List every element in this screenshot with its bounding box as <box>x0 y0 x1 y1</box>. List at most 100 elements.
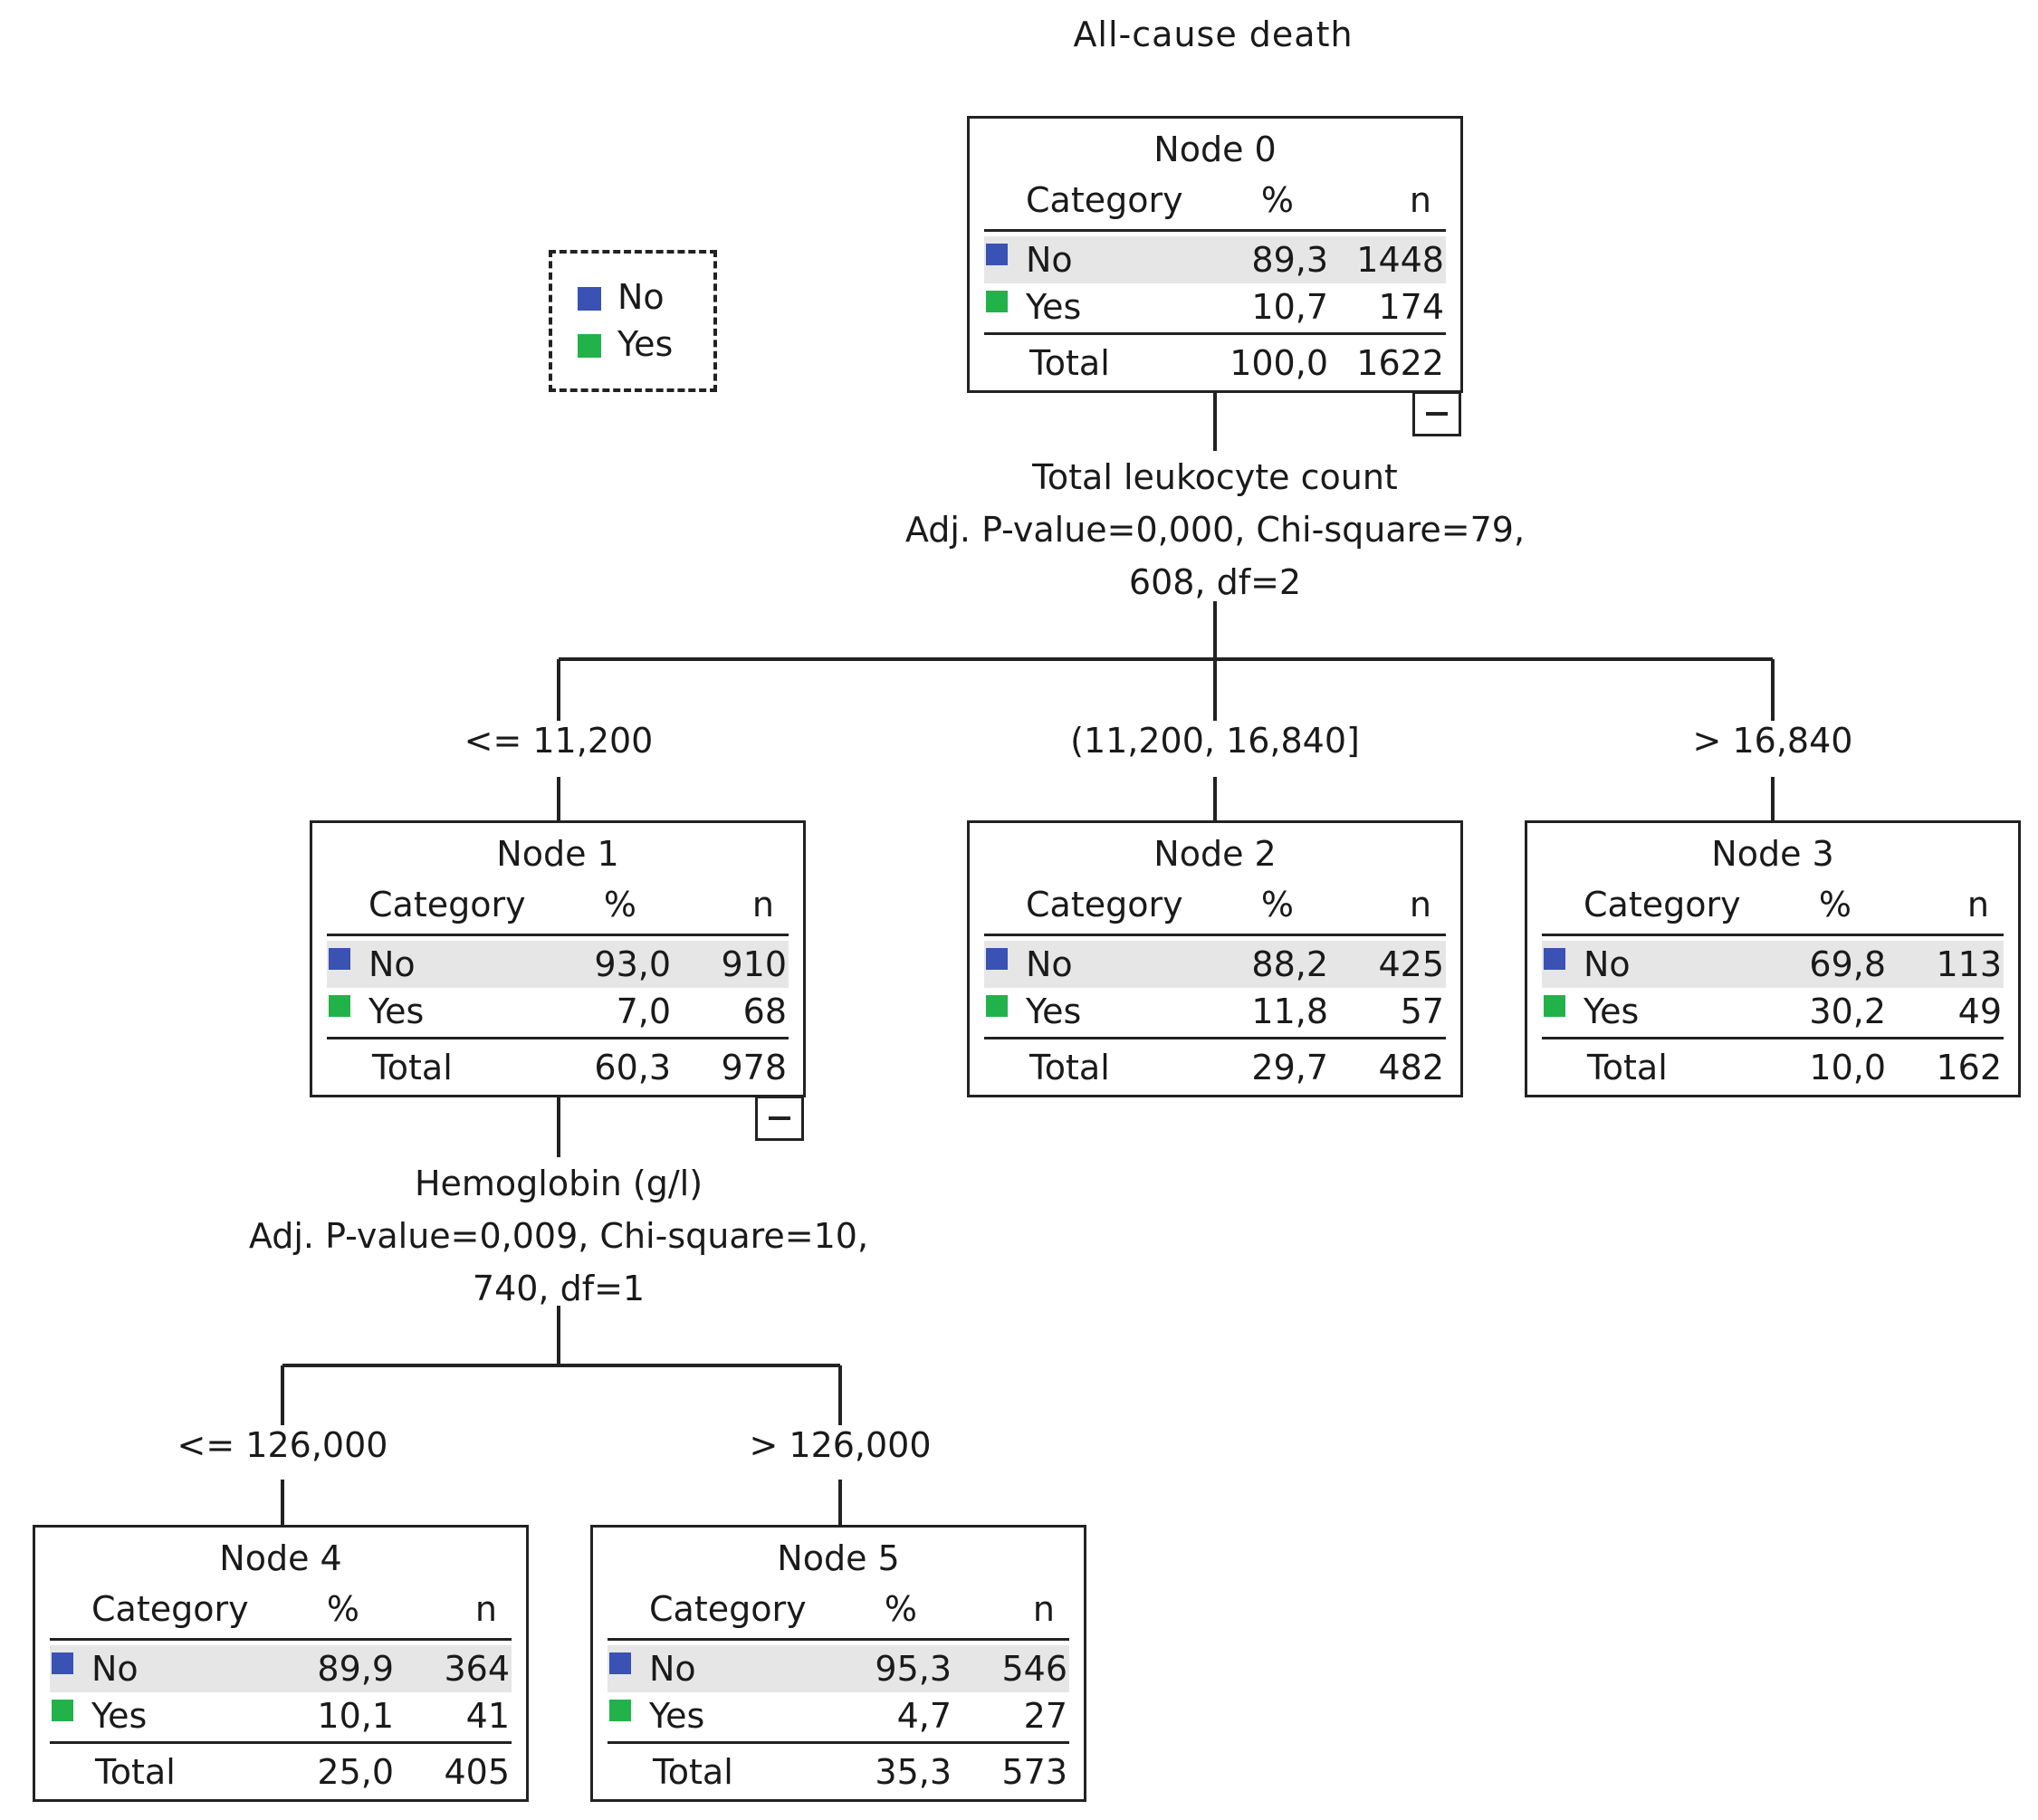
row-label: Total <box>1029 1048 1110 1087</box>
header-divider <box>1542 934 2004 936</box>
row-percent: 93,0 <box>594 944 671 984</box>
row-percent: 35,3 <box>875 1752 952 1792</box>
row-count: 113 <box>1936 944 2002 984</box>
column-percent: % <box>1260 180 1294 220</box>
swatch-no <box>1544 948 1565 970</box>
split-node1: Hemoglobin (g/l) Adj. P-value=0,009, Chi… <box>106 1157 1011 1315</box>
row-label: No <box>1026 240 1073 280</box>
row-count: 573 <box>1001 1752 1067 1792</box>
split-statistics-cont: 608, df=2 <box>1128 562 1302 602</box>
node-column-headers: Category%n <box>984 180 1446 227</box>
row-label: Total <box>1587 1048 1668 1087</box>
row-percent: 69,8 <box>1809 944 1886 984</box>
row-count: 910 <box>721 944 787 984</box>
swatch-yes <box>609 1700 631 1721</box>
row-label: No <box>91 1649 139 1689</box>
column-category: Category <box>649 1589 807 1629</box>
header-divider <box>984 934 1446 936</box>
row-percent: 89,9 <box>317 1649 394 1689</box>
row-count: 482 <box>1378 1048 1444 1087</box>
column-percent: % <box>603 885 636 924</box>
row-percent: 29,7 <box>1251 1048 1328 1087</box>
legend-label-yes: Yes <box>617 324 674 364</box>
row-count: 27 <box>1023 1696 1067 1736</box>
row-yes: Yes 10,1 41 <box>50 1692 512 1739</box>
swatch-yes <box>986 995 1008 1017</box>
collapse-node1-button[interactable] <box>755 1096 804 1141</box>
row-percent: 88,2 <box>1251 944 1328 984</box>
node-column-headers: Category%n <box>1542 885 2004 932</box>
swatch-yes <box>329 995 350 1017</box>
column-percent: % <box>1260 885 1294 924</box>
row-count: 405 <box>444 1752 510 1792</box>
row-label: Total <box>1029 343 1110 383</box>
row-percent: 10,1 <box>317 1696 394 1736</box>
row-count: 978 <box>721 1048 787 1087</box>
total-divider <box>984 332 1446 335</box>
branch-label-node2: (11,200, 16,840] <box>1070 721 1360 761</box>
split-variable: Hemoglobin (g/l) <box>414 1164 703 1203</box>
row-count: 364 <box>444 1649 510 1689</box>
collapse-node0-button[interactable] <box>1412 391 1461 436</box>
row-count: 162 <box>1936 1048 2002 1087</box>
row-label: Total <box>653 1752 733 1792</box>
row-total: Total 29,7 482 <box>984 1044 1446 1091</box>
row-label: Yes <box>91 1696 148 1736</box>
row-count: 546 <box>1001 1649 1067 1689</box>
swatch-no <box>986 244 1008 265</box>
row-count: 1448 <box>1356 240 1444 280</box>
split-statistics: Adj. P-value=0,009, Chi-square=10, <box>248 1216 869 1256</box>
row-no: No 93,0 910 <box>327 941 789 988</box>
row-count: 425 <box>1378 944 1444 984</box>
row-label: Yes <box>1026 991 1082 1031</box>
column-category: Category <box>91 1589 249 1629</box>
row-percent: 95,3 <box>875 1649 952 1689</box>
header-divider <box>50 1638 512 1641</box>
row-percent: 30,2 <box>1809 991 1886 1031</box>
node-column-headers: Category%n <box>50 1589 512 1636</box>
column-percent: % <box>884 1589 917 1629</box>
total-divider <box>608 1741 1069 1744</box>
node-title: Node 3 <box>1711 834 1834 874</box>
row-count: 41 <box>465 1696 510 1736</box>
column-n: n <box>751 885 774 924</box>
column-percent: % <box>326 1589 359 1629</box>
node-title: Node 2 <box>1153 834 1277 874</box>
column-n: n <box>1032 1589 1055 1629</box>
node-title: Node 4 <box>219 1538 342 1578</box>
row-label: Yes <box>1584 991 1640 1031</box>
column-category: Category <box>1026 885 1183 924</box>
swatch-no <box>986 948 1008 970</box>
branch-label-node1: <= 11,200 <box>464 721 654 761</box>
row-label: No <box>1584 944 1631 984</box>
swatch-no <box>329 948 350 970</box>
legend: No Yes <box>549 250 717 392</box>
row-label: Yes <box>368 991 425 1031</box>
node-column-headers: Category%n <box>327 885 789 932</box>
swatch-yes <box>52 1700 73 1721</box>
row-label: Total <box>95 1752 176 1792</box>
row-yes: Yes 30,2 49 <box>1542 988 2004 1035</box>
row-percent: 60,3 <box>594 1048 671 1087</box>
branch-label-node4: <= 126,000 <box>177 1425 388 1465</box>
column-n: n <box>1409 885 1431 924</box>
total-divider <box>1542 1037 2004 1039</box>
split-statistics: Adj. P-value=0,000, Chi-square=79, <box>904 510 1526 550</box>
node-column-headers: Category% n <box>984 885 1446 932</box>
column-category: Category <box>1584 885 1741 924</box>
swatch-yes <box>986 291 1008 312</box>
node-title: Node 0 <box>1153 129 1277 169</box>
row-label: No <box>368 944 416 984</box>
row-count: 49 <box>1957 991 2002 1031</box>
split-statistics-cont: 740, df=1 <box>472 1269 646 1308</box>
